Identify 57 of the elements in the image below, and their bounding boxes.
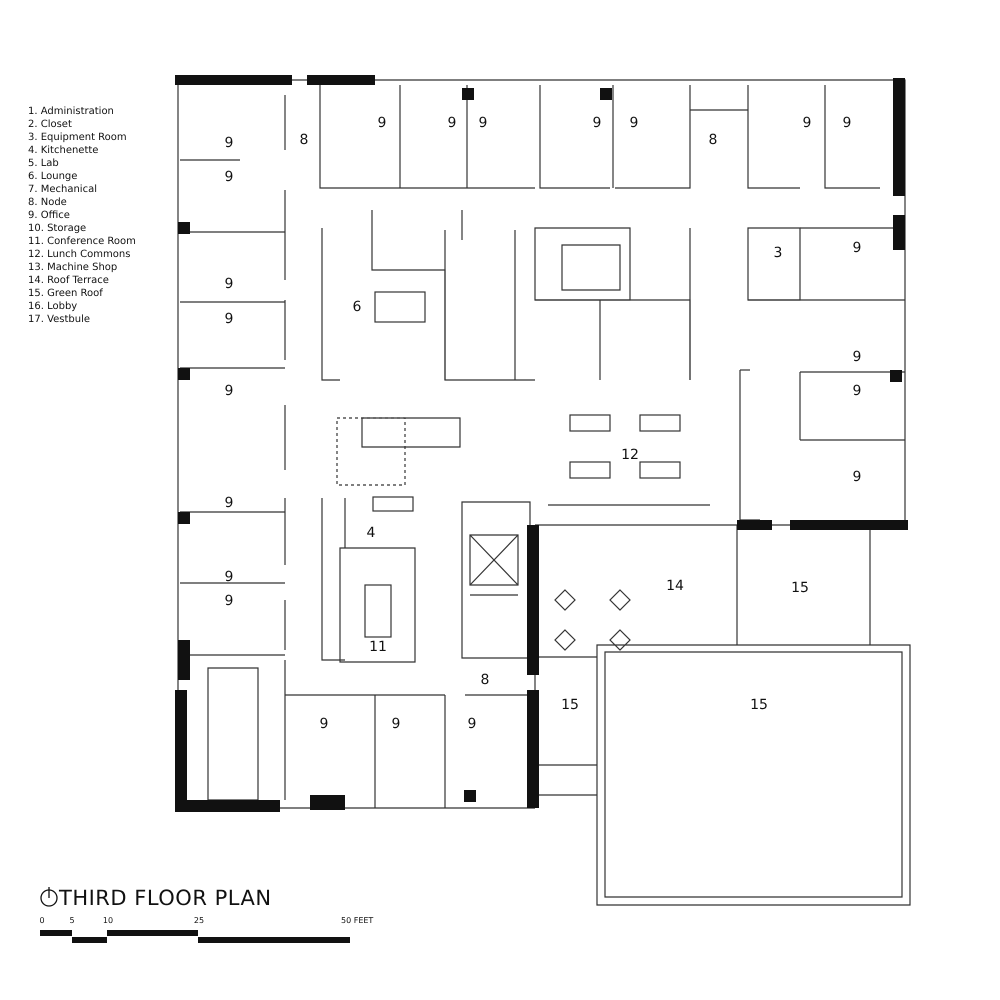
room-number: 9 xyxy=(320,717,328,731)
room-number: 9 xyxy=(448,116,456,130)
scale-label: 10 xyxy=(102,917,114,925)
room-key-item: 10. Storage xyxy=(28,224,86,234)
room-key-item: 7. Mechanical xyxy=(28,185,97,195)
room-key-item: 15. Green Roof xyxy=(28,289,103,299)
room-number: 9 xyxy=(852,384,862,398)
room-number: 9 xyxy=(224,594,234,608)
room-number: 9 xyxy=(224,136,234,150)
room-number: 9 xyxy=(224,570,234,584)
room-key-item: 16. Lobby xyxy=(28,302,78,312)
room-key-item: 14. Roof Terrace xyxy=(28,276,109,286)
room-number: 9 xyxy=(378,116,386,130)
room-number: 15 xyxy=(561,698,579,712)
room-number: 9 xyxy=(852,241,862,255)
room-number: 12 xyxy=(621,448,639,462)
room-number: 9 xyxy=(852,470,862,484)
room-key-item: 4. Kitchenette xyxy=(28,146,98,156)
room-number: 6 xyxy=(352,300,362,314)
room-number: 9 xyxy=(224,496,234,510)
room-number: 8 xyxy=(300,133,308,147)
room-number: 9 xyxy=(224,170,234,184)
room-number: 9 xyxy=(478,116,488,130)
room-number: 9 xyxy=(224,384,234,398)
room-key-item: 12. Lunch Commons xyxy=(28,250,130,260)
room-key-item: 2. Closet xyxy=(28,120,72,130)
room-key-item: 11. Conference Room xyxy=(28,237,136,247)
room-number: 3 xyxy=(774,246,782,260)
room-number: 9 xyxy=(392,717,400,731)
room-key-item: 3. Equipment Room xyxy=(28,133,127,143)
room-key-item: 5. Lab xyxy=(28,159,59,169)
room-number: 8 xyxy=(708,133,718,147)
room-key-item: 9. Office xyxy=(28,211,70,221)
room-number: 15 xyxy=(750,698,768,712)
room-number: 9 xyxy=(842,116,852,130)
room-number: 9 xyxy=(224,277,234,291)
room-number: 9 xyxy=(630,116,638,130)
room-number: 9 xyxy=(468,717,476,731)
scale-label: 25 xyxy=(194,917,204,925)
room-number: 9 xyxy=(224,312,234,326)
room-number: 8 xyxy=(480,673,490,687)
room-number: 9 xyxy=(802,116,812,130)
scale-label: 0 xyxy=(39,917,45,925)
room-key-item: 13. Machine Shop xyxy=(28,263,118,273)
room-key-item: 1. Administration xyxy=(28,107,114,117)
room-number: 9 xyxy=(592,116,602,130)
room-number: 9 xyxy=(852,350,862,364)
room-number: 11 xyxy=(369,640,387,654)
room-number: 4 xyxy=(366,526,376,540)
plan-title: THIRD FLOOR PLAN xyxy=(59,888,272,909)
room-key-item: 6. Lounge xyxy=(28,172,78,182)
room-key-item: 17. Vestbule xyxy=(28,315,90,325)
room-number: 15 xyxy=(791,581,809,595)
room-number: 14 xyxy=(666,579,684,593)
scale-label: 50 FEET xyxy=(341,917,374,925)
scale-label: 5 xyxy=(69,917,75,925)
room-key-item: 8. Node xyxy=(28,198,67,208)
